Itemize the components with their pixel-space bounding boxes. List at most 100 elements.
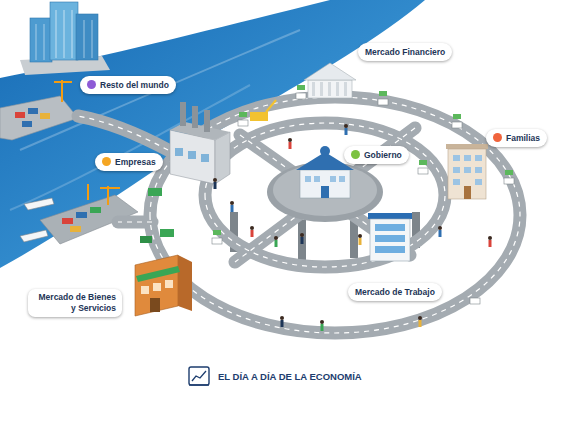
- road-network: [78, 116, 168, 150]
- housing-building: [448, 149, 486, 199]
- cars: [452, 122, 462, 128]
- pill-text: Gobierno: [364, 150, 402, 160]
- cargo-port: [90, 207, 101, 213]
- housing-building: [464, 186, 471, 199]
- market-building: [136, 266, 180, 282]
- road-network: [150, 97, 520, 333]
- cargo-port: [24, 198, 54, 210]
- people: [321, 324, 324, 331]
- trucks: [148, 188, 162, 196]
- cars: [470, 298, 480, 304]
- housing-building: [446, 144, 488, 199]
- trucks: [140, 236, 152, 243]
- bullet-dot: [351, 150, 360, 159]
- housing-building: [475, 167, 482, 173]
- people: [251, 230, 254, 237]
- label-pill: Gobierno: [344, 146, 409, 164]
- people: [359, 238, 362, 245]
- city-skyline: [76, 14, 98, 60]
- bridge-pillars: [350, 220, 358, 258]
- pill-text: Mercado de Bienes y Servicios: [39, 292, 116, 313]
- factory-building: [180, 102, 186, 126]
- market-building: [135, 255, 178, 316]
- factory-building: [170, 102, 230, 184]
- city-skyline: [36, 24, 37, 60]
- people: [300, 233, 304, 237]
- city-skyline: [64, 10, 65, 58]
- people: [320, 320, 324, 324]
- cargo-port: [20, 230, 48, 242]
- factory-building: [201, 154, 209, 162]
- labor-building: [368, 213, 412, 261]
- pill-text: Mercado de Trabajo: [355, 287, 435, 297]
- trucks: [160, 229, 174, 237]
- cars: [297, 85, 305, 90]
- bridge-pillars: [298, 220, 306, 260]
- people: [289, 142, 292, 149]
- government-building: [300, 170, 350, 198]
- road-network: [118, 216, 152, 229]
- market-building: [141, 286, 149, 294]
- housing-building: [475, 179, 482, 185]
- government-building: [321, 186, 329, 198]
- labor-building: [375, 235, 405, 242]
- title-icon: [189, 367, 209, 385]
- label-pill: Mercado Financiero: [358, 43, 452, 61]
- cars: [418, 168, 428, 174]
- market-building: [135, 255, 192, 316]
- city-skyline: [92, 20, 93, 58]
- government-building: [314, 176, 320, 182]
- harbor-pier: [15, 112, 25, 118]
- finance-building: [336, 82, 339, 96]
- pill-text: Familias: [506, 133, 540, 143]
- trucks: [250, 112, 268, 121]
- finance-building: [304, 63, 356, 80]
- harbor-pier: [0, 80, 78, 140]
- city-skyline: [20, 2, 110, 75]
- cargo-port: [70, 226, 81, 232]
- labor-building: [368, 213, 412, 219]
- cars: [419, 160, 427, 165]
- cars: [239, 112, 247, 117]
- market-building: [153, 283, 161, 291]
- finance-building: [328, 82, 331, 96]
- cars: [379, 91, 387, 96]
- labor-building: [370, 219, 410, 261]
- housing-building: [453, 155, 460, 161]
- road-network: [205, 123, 445, 267]
- housing-building: [464, 155, 471, 161]
- city-skyline: [72, 10, 73, 58]
- people: [280, 316, 284, 320]
- finance-building: [304, 63, 356, 98]
- harbor-pier: [22, 121, 32, 127]
- road-network: [118, 221, 152, 222]
- road-network: [267, 162, 383, 222]
- harbor-pier: [28, 108, 38, 114]
- people: [214, 182, 217, 189]
- housing-building: [475, 155, 482, 161]
- people: [489, 240, 492, 247]
- people: [488, 236, 492, 240]
- factory-building: [175, 148, 183, 156]
- people: [344, 124, 348, 128]
- bullet-dot: [493, 133, 502, 142]
- people: [274, 236, 278, 240]
- government-building: [320, 146, 330, 156]
- factory-building: [192, 106, 198, 128]
- labor-building: [375, 224, 405, 231]
- people: [418, 316, 422, 320]
- finance-building: [344, 82, 347, 96]
- cars: [238, 120, 248, 126]
- label-pill: Familias: [486, 129, 547, 147]
- people: [419, 320, 422, 327]
- road-network: [150, 97, 520, 333]
- housing-building: [446, 144, 488, 149]
- people: [439, 230, 442, 237]
- cargo-port: [100, 187, 120, 189]
- road-network: [235, 128, 415, 262]
- cars: [505, 170, 513, 175]
- label-pill: Resto del mundo: [80, 76, 176, 94]
- labor-building: [375, 246, 405, 253]
